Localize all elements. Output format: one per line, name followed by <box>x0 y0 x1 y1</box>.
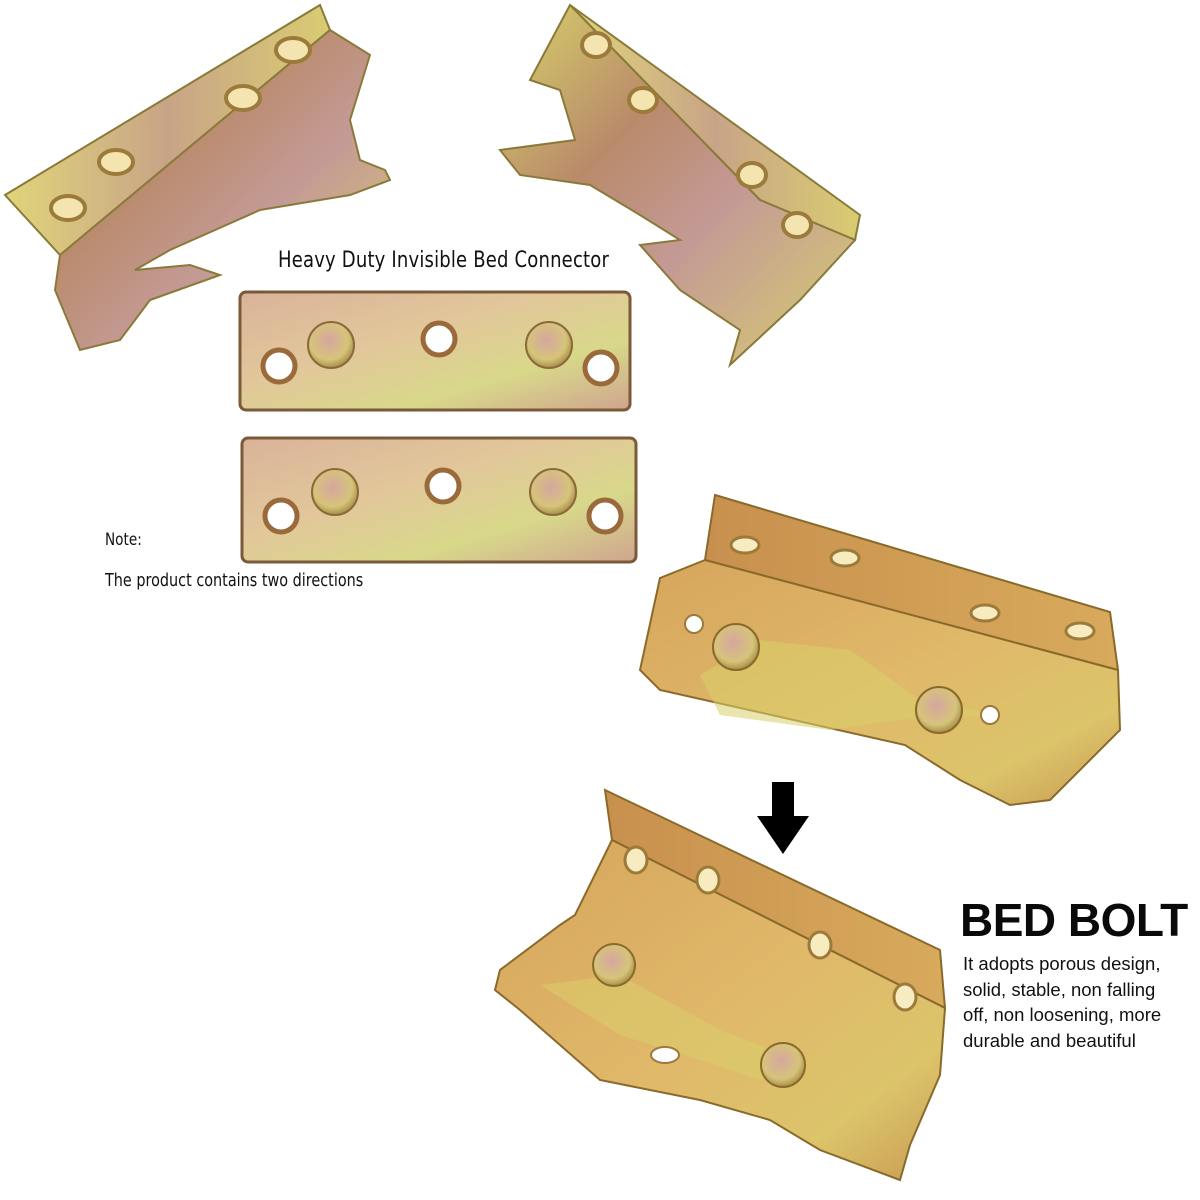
note-label: Note: <box>105 530 142 550</box>
product-title: Heavy Duty Invisible Bed Connector <box>278 248 610 273</box>
note-text: The product contains two directions <box>105 570 364 591</box>
feature-description-line: durable and beautiful <box>963 1029 1136 1051</box>
feature-heading: BED BOLT <box>960 894 1188 946</box>
bracket-top-right <box>498 3 862 369</box>
bracket-top-left <box>3 3 392 352</box>
connector-plate-upper <box>238 290 632 412</box>
bed-bolt-assembled <box>638 493 1122 807</box>
arrow-down-icon <box>757 782 809 854</box>
bed-bolt-bottom <box>493 788 947 1182</box>
feature-description-line: solid, stable, non falling <box>963 978 1156 1000</box>
connector-plate-lower <box>240 436 638 564</box>
feature-description-line: off, non loosening, more <box>963 1004 1162 1025</box>
feature-description-line: It adopts porous design, <box>963 953 1161 974</box>
feature-description: It adopts porous design, solid, stable, … <box>963 951 1200 1053</box>
